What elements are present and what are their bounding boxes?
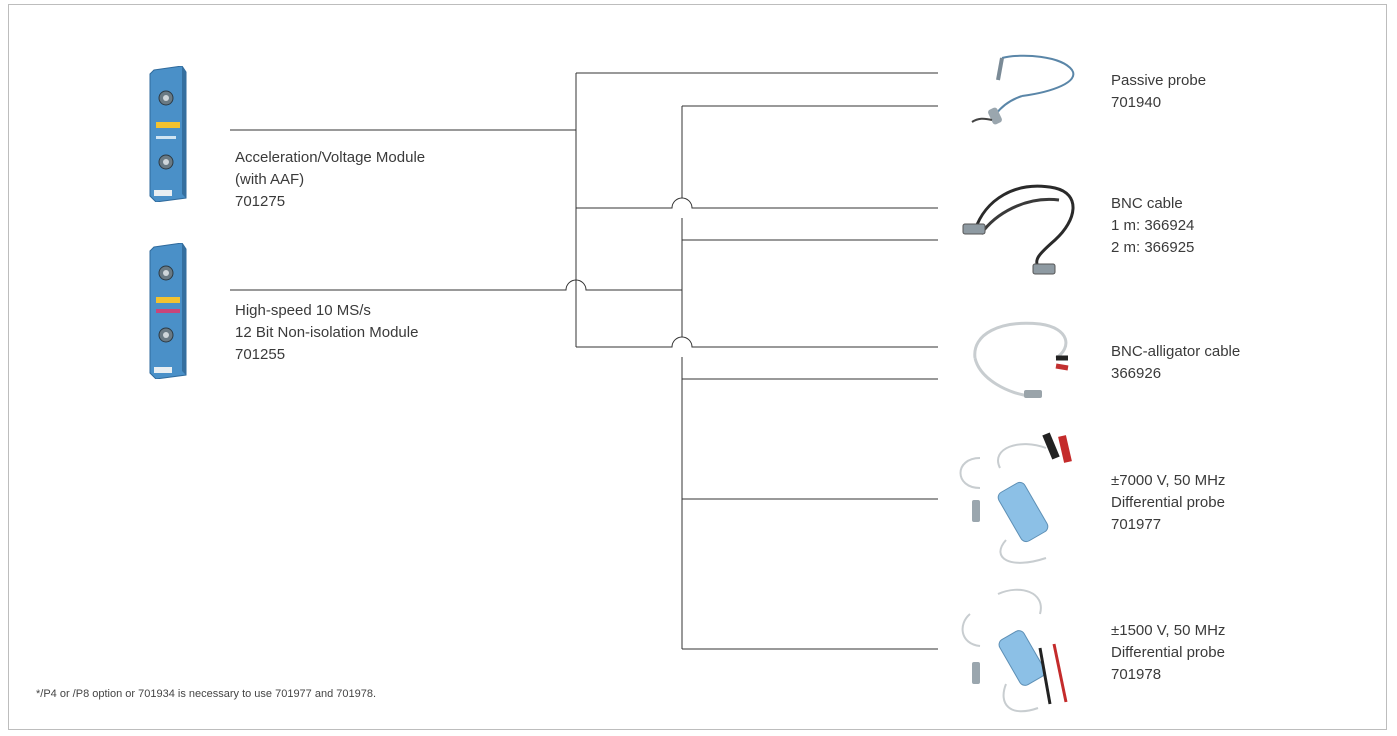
module-icon bbox=[146, 66, 190, 202]
footnote: */P4 or /P8 option or 701934 is necessar… bbox=[36, 688, 376, 700]
accessory-label-line: 2 m: 366925 bbox=[1111, 237, 1194, 259]
module-label-701255: High-speed 10 MS/s 12 Bit Non-isolation … bbox=[235, 300, 418, 366]
accessory-label-passive-probe: Passive probe 701940 bbox=[1111, 70, 1206, 114]
bnc-alligator-cable-icon bbox=[960, 318, 1080, 404]
wire-a-bnc bbox=[576, 198, 938, 208]
module-label-line: 12 Bit Non-isolation Module bbox=[235, 322, 418, 344]
differential-probe-icon bbox=[950, 584, 1080, 724]
passive-probe-icon bbox=[962, 48, 1082, 128]
accessory-label-bnc-alligator-cable: BNC-alligator cable 366926 bbox=[1111, 341, 1240, 385]
module-label-line: High-speed 10 MS/s bbox=[235, 300, 418, 322]
accessory-label-line: Differential probe bbox=[1111, 492, 1225, 514]
module-label-line: 701255 bbox=[235, 344, 418, 366]
module-label-701275: Acceleration/Voltage Module (with AAF) 7… bbox=[235, 147, 425, 213]
accessory-label-line: ±7000 V, 50 MHz bbox=[1111, 470, 1225, 492]
accessory-label-line: Differential probe bbox=[1111, 642, 1225, 664]
accessory-label-line: BNC-alligator cable bbox=[1111, 341, 1240, 363]
accessory-label-differential-probe-701977: ±7000 V, 50 MHz Differential probe 70197… bbox=[1111, 470, 1225, 536]
wire-a-alligator bbox=[576, 337, 938, 347]
accessory-label-line: 701940 bbox=[1111, 92, 1206, 114]
module-label-line: (with AAF) bbox=[235, 169, 425, 191]
wire-module2 bbox=[230, 280, 682, 290]
module-label-line: Acceleration/Voltage Module bbox=[235, 147, 425, 169]
module-label-line: 701275 bbox=[235, 191, 425, 213]
module-icon bbox=[146, 243, 190, 379]
accessory-label-bnc-cable: BNC cable 1 m: 366924 2 m: 366925 bbox=[1111, 193, 1194, 259]
accessory-label-line: Passive probe bbox=[1111, 70, 1206, 92]
accessory-label-line: ±1500 V, 50 MHz bbox=[1111, 620, 1225, 642]
accessory-label-line: 701977 bbox=[1111, 514, 1225, 536]
accessory-label-line: 701978 bbox=[1111, 664, 1225, 686]
accessory-label-differential-probe-701978: ±1500 V, 50 MHz Differential probe 70197… bbox=[1111, 620, 1225, 686]
accessory-label-line: BNC cable bbox=[1111, 193, 1194, 215]
accessory-label-line: 1 m: 366924 bbox=[1111, 215, 1194, 237]
differential-probe-icon bbox=[950, 428, 1080, 574]
bnc-cable-icon bbox=[955, 180, 1085, 280]
accessory-label-line: 366926 bbox=[1111, 363, 1240, 385]
